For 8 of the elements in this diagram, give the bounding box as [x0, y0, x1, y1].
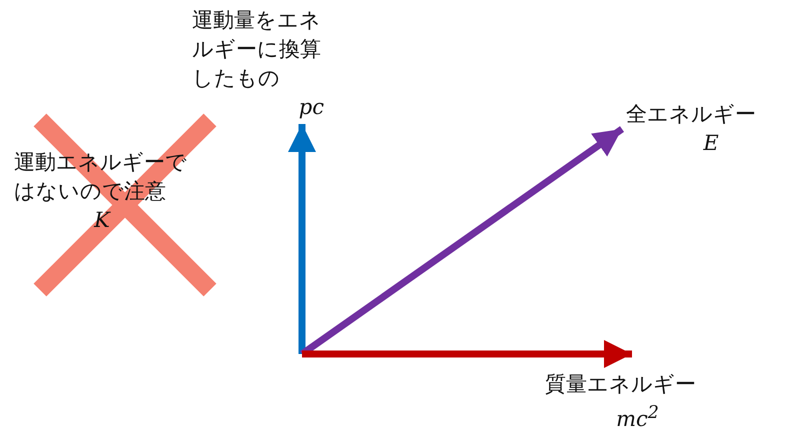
math-symbol: E — [702, 130, 720, 157]
label-text: 質量エネルギー — [545, 371, 697, 398]
math-symbol: K — [92, 207, 112, 234]
math-symbol: pc — [298, 94, 324, 121]
label-text: 全エネルギー — [626, 101, 757, 128]
arrow — [302, 340, 632, 368]
math-symbol: mc$^{2}$ — [615, 402, 660, 433]
arrow — [288, 124, 316, 354]
